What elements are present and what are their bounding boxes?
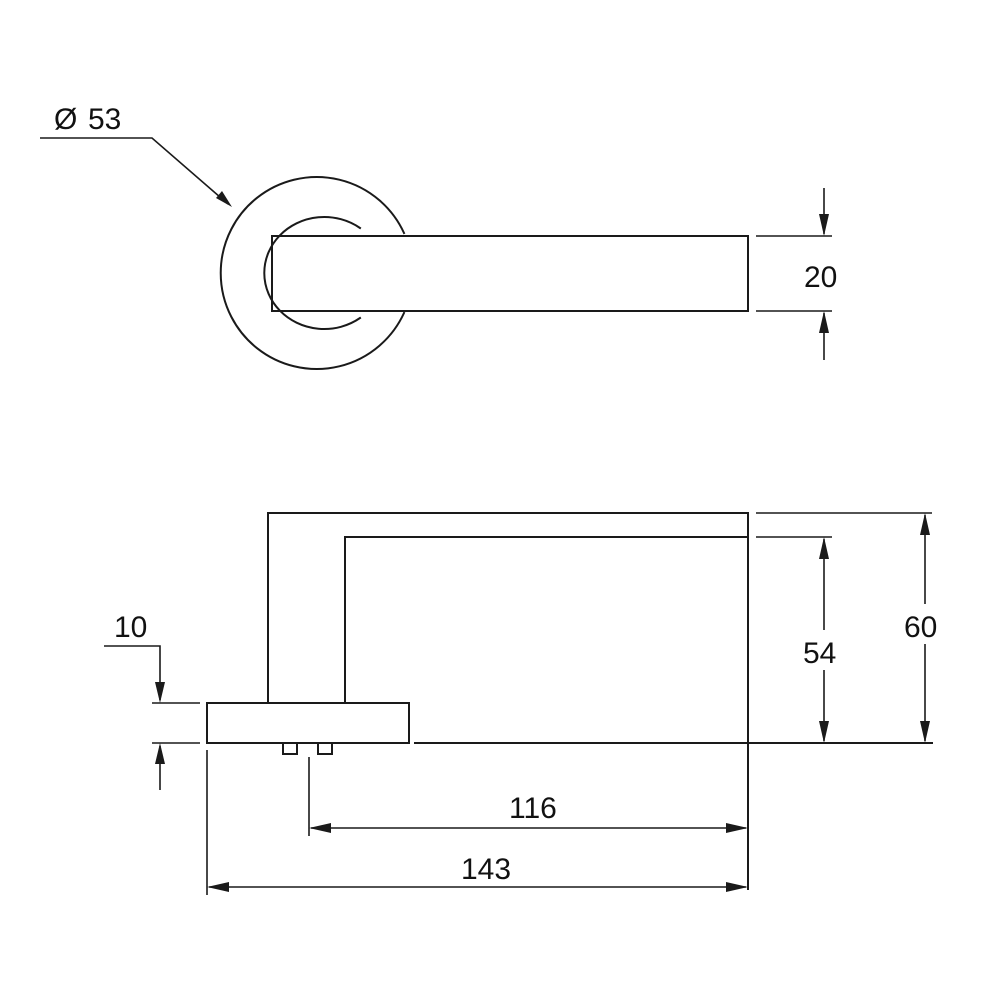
dim-116-arrow-left: [309, 823, 331, 833]
dim-arrow-up: [819, 311, 829, 333]
dim-60-arrow-bottom: [920, 721, 930, 743]
dim-60-arrow-top: [920, 513, 930, 535]
fixing-stud-left: [282, 742, 298, 755]
lever-inner-profile: [344, 536, 749, 704]
lever-inner-height-label: 54: [803, 637, 836, 670]
dim-116-arrow-right: [726, 823, 748, 833]
diameter-leader-line: [40, 137, 229, 205]
rose-inner-circle: [263, 216, 362, 330]
side-view: 10 54 60 116 143: [104, 512, 950, 895]
lever-outer-height-label: 60: [904, 611, 937, 644]
lever-arm: [271, 235, 749, 312]
diameter-leader-arrow: [216, 191, 232, 207]
rose-thickness-arrow-down: [155, 682, 165, 703]
dim-arrow-down: [819, 214, 829, 236]
rose-plate: [206, 702, 410, 744]
fixing-stud-right: [317, 742, 333, 755]
rose-thickness-label: 10: [114, 611, 147, 644]
dim-54-arrow-bottom: [819, 721, 829, 743]
lever-outer-profile: [267, 512, 749, 704]
dim-60-label-bg: [902, 604, 950, 644]
rose-outer-circle: [219, 176, 406, 370]
diameter-symbol: Ø: [54, 103, 77, 136]
rose-thickness-arrow-up: [155, 743, 165, 764]
lever-thickness-label: 20: [804, 261, 837, 294]
projection-label: 116: [509, 792, 557, 825]
rose-thickness-leader: [104, 645, 161, 700]
dim-54-label-bg: [800, 630, 850, 670]
dim-54-arrow-top: [819, 537, 829, 559]
overall-length-label: 143: [461, 853, 511, 886]
dim-143-arrow-left: [207, 882, 229, 892]
top-view: Ø 53 20: [40, 103, 837, 370]
rose-diameter-label: 53: [88, 103, 121, 136]
dim-143-arrow-right: [726, 882, 748, 892]
